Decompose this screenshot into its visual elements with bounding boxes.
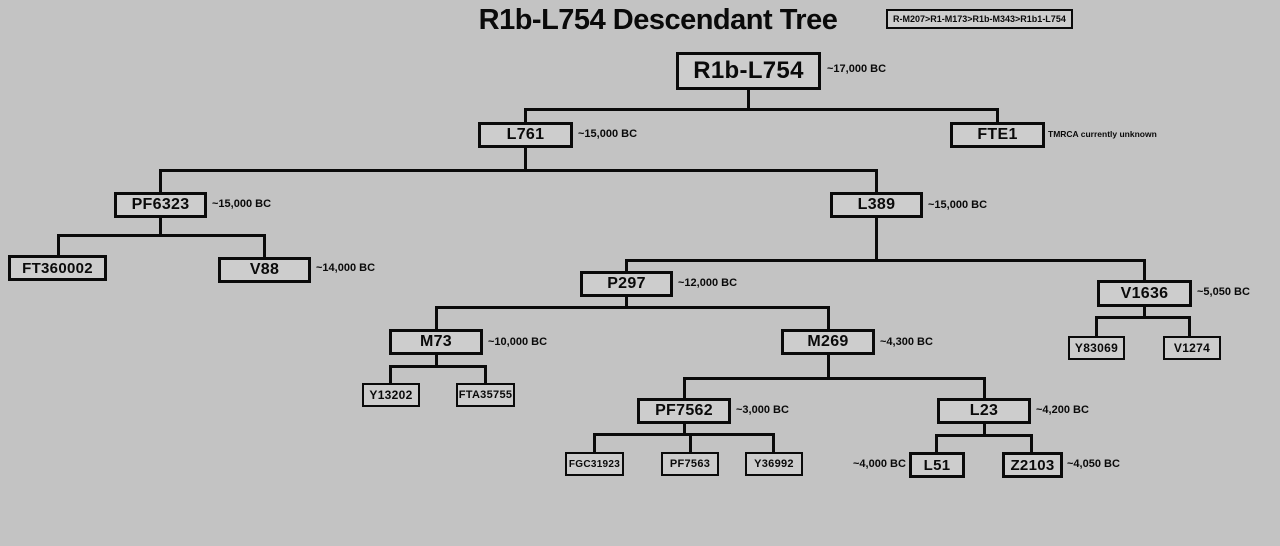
node-L51: L51: [909, 452, 965, 478]
connector-line: [1188, 316, 1191, 337]
time-label-R1b-L754: ~17,000 BC: [827, 63, 887, 75]
page-title: R1b-L754 Descendant Tree: [478, 4, 838, 36]
node-P297: P297: [580, 271, 673, 297]
time-label-PF7562: ~3,000 BC: [736, 404, 789, 416]
connector-line: [1143, 259, 1146, 281]
node-FTE1: FTE1: [950, 122, 1045, 148]
connector-line: [593, 433, 774, 436]
node-M73: M73: [389, 329, 483, 355]
time-label-V88: ~14,000 BC: [316, 262, 376, 274]
connector-line: [524, 108, 999, 111]
time-label-Z2103: ~4,050 BC: [1067, 458, 1120, 470]
connector-line: [772, 433, 775, 453]
node-R1b-L754: R1b-L754: [676, 52, 821, 90]
node-M269: M269: [781, 329, 875, 355]
connector-line: [159, 218, 162, 237]
time-label-PF6323: ~15,000 BC: [212, 198, 272, 210]
node-Y13202: Y13202: [362, 383, 420, 407]
node-L761: L761: [478, 122, 573, 148]
time-label-P297: ~12,000 BC: [678, 277, 738, 289]
node-L23: L23: [937, 398, 1031, 424]
node-V88: V88: [218, 257, 311, 283]
node-V1274: V1274: [1163, 336, 1221, 360]
node-Y36992: Y36992: [745, 452, 803, 476]
connector-line: [827, 306, 830, 330]
connector-line: [983, 424, 986, 436]
connector-line: [875, 169, 878, 193]
node-FT360002: FT360002: [8, 255, 107, 281]
connector-line: [484, 365, 487, 384]
connector-line: [593, 433, 596, 453]
connector-line: [159, 169, 878, 172]
connector-line: [689, 433, 692, 453]
connector-line: [1095, 316, 1098, 337]
connector-line: [683, 424, 686, 436]
node-Z2103: Z2103: [1002, 452, 1063, 478]
connector-line: [435, 306, 829, 309]
time-label-L23: ~4,200 BC: [1036, 404, 1089, 416]
node-PF6323: PF6323: [114, 192, 207, 218]
connector-line: [625, 259, 628, 272]
connector-line: [996, 108, 999, 123]
connector-line: [57, 234, 60, 256]
time-label-L389: ~15,000 BC: [928, 199, 988, 211]
connector-line: [524, 108, 527, 123]
node-FTA35755: FTA35755: [456, 383, 515, 407]
connector-line: [389, 365, 486, 368]
connector-line: [983, 377, 986, 399]
time-label-M269: ~4,300 BC: [880, 336, 933, 348]
node-FGC31923: FGC31923: [565, 452, 624, 476]
time-label-M73: ~10,000 BC: [488, 336, 548, 348]
node-PF7563: PF7563: [661, 452, 719, 476]
time-label-L51: ~4,000 BC: [853, 458, 906, 470]
connector-line: [435, 306, 438, 330]
connector-line: [263, 234, 266, 258]
connector-line: [875, 218, 878, 262]
connector-line: [935, 434, 1032, 437]
node-Y83069: Y83069: [1068, 336, 1125, 360]
connector-line: [625, 259, 1145, 262]
connector-line: [435, 355, 438, 368]
connector-line: [827, 355, 830, 380]
note-label-FTE1: TMRCA currently unknown: [1048, 129, 1157, 139]
time-label-V1636: ~5,050 BC: [1197, 286, 1250, 298]
connector-line: [389, 365, 392, 384]
connector-line: [1143, 307, 1146, 319]
connector-line: [935, 434, 938, 453]
node-L389: L389: [830, 192, 923, 218]
connector-line: [747, 90, 750, 111]
connector-line: [683, 377, 985, 380]
time-label-L761: ~15,000 BC: [578, 128, 638, 140]
connector-line: [683, 377, 686, 399]
connector-line: [1095, 316, 1191, 319]
node-PF7562: PF7562: [637, 398, 731, 424]
node-V1636: V1636: [1097, 280, 1192, 307]
connector-line: [159, 169, 162, 193]
connector-line: [57, 234, 265, 237]
connector-line: [625, 297, 628, 309]
connector-line: [1030, 434, 1033, 453]
breadcrumb: R-M207>R1-M173>R1b-M343>R1b1-L754: [886, 9, 1073, 29]
connector-line: [524, 148, 527, 172]
